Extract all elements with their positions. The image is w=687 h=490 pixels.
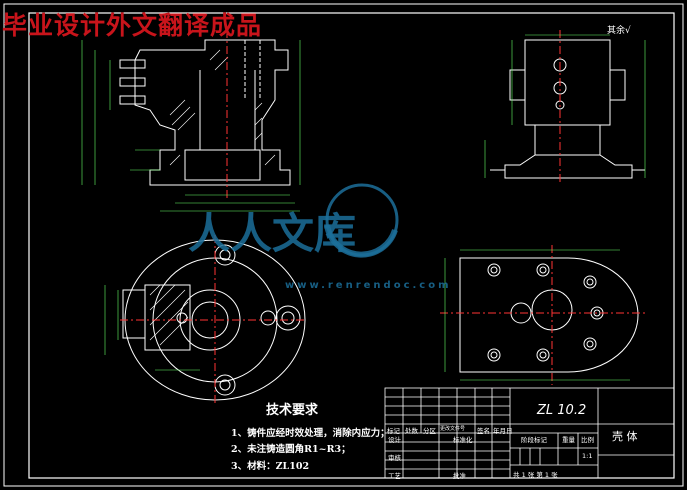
tb-row-design: 设计 xyxy=(388,436,401,444)
top-view xyxy=(104,235,306,405)
tb-weight: 重量 xyxy=(562,436,575,444)
tb-header-count: 处数 xyxy=(405,427,418,435)
tb-header-sign: 签名 xyxy=(477,427,490,435)
tb-approve: 批准 xyxy=(453,472,466,480)
tb-header-mark: 标记 xyxy=(387,427,400,435)
tech-requirement-1: 1、铸件应经时效处理，消除内应力； xyxy=(231,428,390,439)
watermark-url: www.renrendoc.com xyxy=(285,280,452,291)
inner-border xyxy=(28,12,675,479)
part-name: 壳 体 xyxy=(612,430,638,443)
tech-requirements-title: 技术要求 xyxy=(266,403,319,418)
surface-roughness-note: 其余√ xyxy=(607,26,631,36)
tb-header-zone: 分区 xyxy=(423,427,436,435)
tech-requirement-3: 3、材料：ZL102 xyxy=(231,461,310,472)
title-block-grid xyxy=(384,387,675,479)
tech-requirement-2: 2、未注铸造圆角R1~R3； xyxy=(231,444,351,455)
watermark-chars: 人人文库 xyxy=(188,209,357,258)
tb-header-change-doc: 更改文件号 xyxy=(440,426,466,432)
outer-border xyxy=(3,3,684,487)
tb-scale-value: 1:1 xyxy=(582,452,593,460)
tb-row-process: 工艺 xyxy=(388,472,401,480)
side-view xyxy=(484,30,646,185)
tb-standardization: 标准化 xyxy=(453,436,473,444)
front-section-view xyxy=(81,30,301,212)
tb-row-review: 审核 xyxy=(388,454,401,462)
banner-title: 毕业设计外文翻译成品 xyxy=(2,11,263,40)
tb-header-date: 年月日 xyxy=(493,427,513,435)
tb-stage-mark: 阶段标记 xyxy=(521,436,547,444)
drawing-number: ZL 10.2 xyxy=(537,403,587,418)
watermark-logo xyxy=(324,183,399,258)
bottom-view xyxy=(440,245,645,385)
tb-scale: 比例 xyxy=(581,436,594,444)
tb-sheet-count: 共 1 张 第 1 张 xyxy=(513,471,558,479)
